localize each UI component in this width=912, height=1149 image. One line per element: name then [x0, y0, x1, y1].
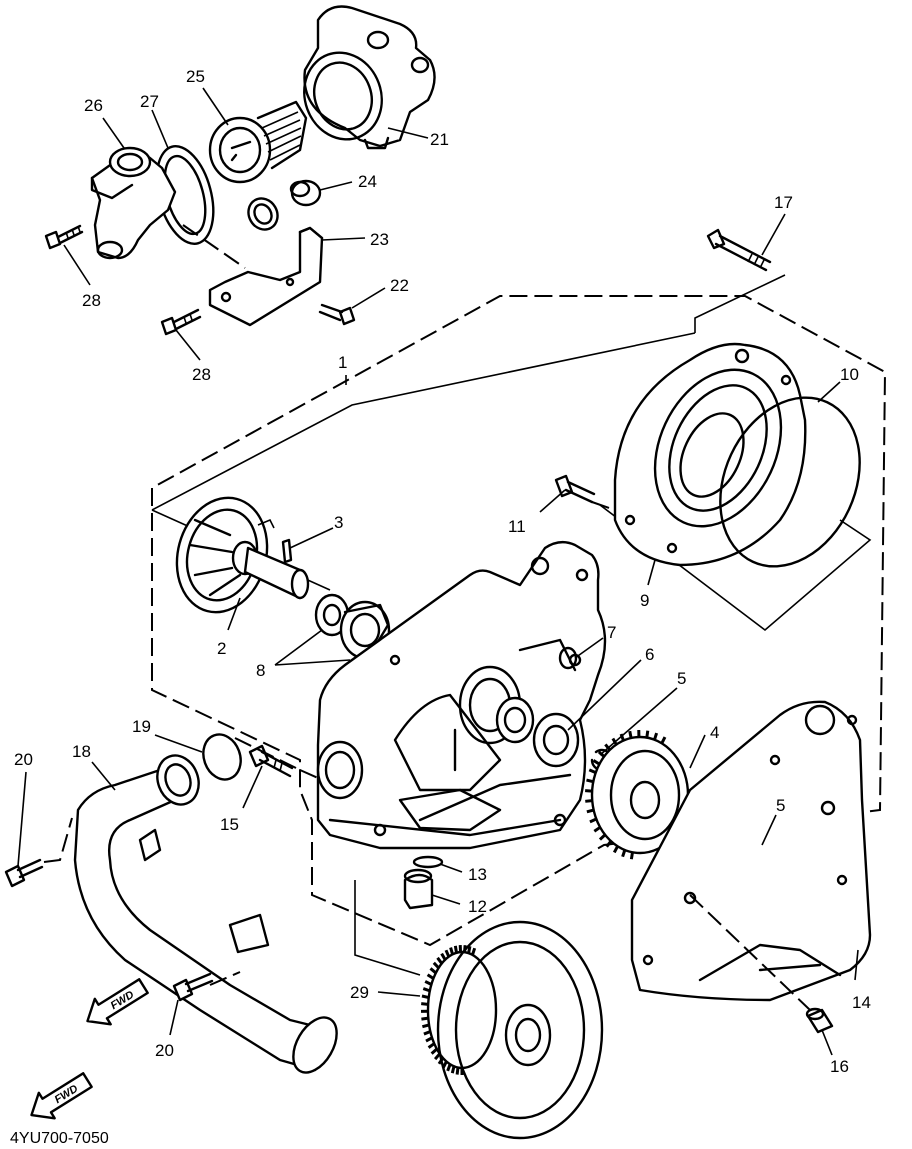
bolt-28-lower — [160, 308, 202, 336]
impeller — [175, 496, 310, 614]
outlet-fitting — [90, 145, 215, 260]
bolt-15 — [248, 744, 294, 778]
water-pipe — [73, 754, 338, 1074]
cover-gasket — [630, 700, 872, 1002]
leader-lines — [17, 87, 859, 1056]
drawing-code: 4YU700-7050 — [10, 1130, 109, 1147]
callout-14: 14 — [852, 993, 871, 1012]
callout-11: 11 — [508, 517, 526, 536]
o-ring-large — [719, 396, 861, 568]
o-ring-hose — [202, 733, 242, 781]
bearing — [495, 696, 580, 768]
fwd-arrow-lower: FWD — [30, 1072, 93, 1120]
callout-6: 6 — [645, 645, 654, 664]
callout-3: 3 — [334, 513, 343, 532]
dowel-pin — [805, 1007, 834, 1034]
callout-18: 18 — [72, 742, 91, 761]
grommet — [289, 179, 322, 207]
callout-28-upper: 28 — [82, 291, 101, 310]
thermostat-housing — [303, 5, 436, 150]
bracket — [208, 226, 324, 327]
callout-9: 9 — [640, 591, 649, 610]
callout-23: 23 — [370, 230, 389, 249]
callout-25: 25 — [186, 67, 205, 86]
o-ring-small — [247, 197, 279, 231]
assembly-boundary-dashed — [151, 295, 887, 947]
callout-8: 8 — [256, 661, 265, 680]
callout-17: 17 — [774, 193, 793, 212]
callout-16: 16 — [830, 1057, 849, 1076]
callout-24: 24 — [358, 172, 377, 191]
callout-7: 7 — [607, 623, 616, 642]
callout-19: 19 — [132, 717, 151, 736]
pump-cover — [613, 342, 807, 567]
callout-2: 2 — [217, 639, 226, 658]
bolt-22 — [318, 303, 356, 326]
callout-13: 13 — [468, 865, 487, 884]
callout-20-lower: 20 — [155, 1041, 174, 1060]
callout-28-lower: 28 — [192, 365, 211, 384]
callout-27: 27 — [140, 92, 159, 111]
callout-5-lower: 5 — [776, 796, 785, 815]
fwd-arrow-upper: FWD — [86, 978, 149, 1026]
callout-22: 22 — [390, 276, 409, 295]
bolt-11 — [554, 474, 596, 504]
drain-gasket — [412, 855, 444, 869]
callout-29: 29 — [350, 983, 369, 1002]
drain-bolt — [403, 868, 434, 910]
callout-4: 4 — [710, 723, 719, 742]
callout-1: 1 — [338, 353, 347, 372]
callout-26: 26 — [84, 96, 103, 115]
callout-20-left: 20 — [14, 750, 33, 769]
callout-15: 15 — [220, 815, 239, 834]
callout-12: 12 — [468, 897, 487, 916]
primary-drive-gear — [420, 920, 604, 1140]
thermostat — [208, 100, 308, 184]
bolt-17 — [706, 228, 772, 272]
bolt-20-lower — [172, 972, 214, 1002]
bolt-20-left — [4, 858, 44, 888]
gear-29-teeth — [420, 944, 477, 1075]
bolt-28-upper — [44, 224, 84, 250]
pump-body — [316, 540, 607, 850]
install-lines — [43, 224, 811, 1011]
callout-21: 21 — [430, 130, 449, 149]
callout-10: 10 — [840, 365, 859, 384]
pin — [281, 538, 293, 564]
callout-5-upper: 5 — [677, 669, 686, 688]
callout-labels: 25 26 27 21 24 23 22 28 28 17 1 10 11 3 … — [10, 67, 871, 1147]
